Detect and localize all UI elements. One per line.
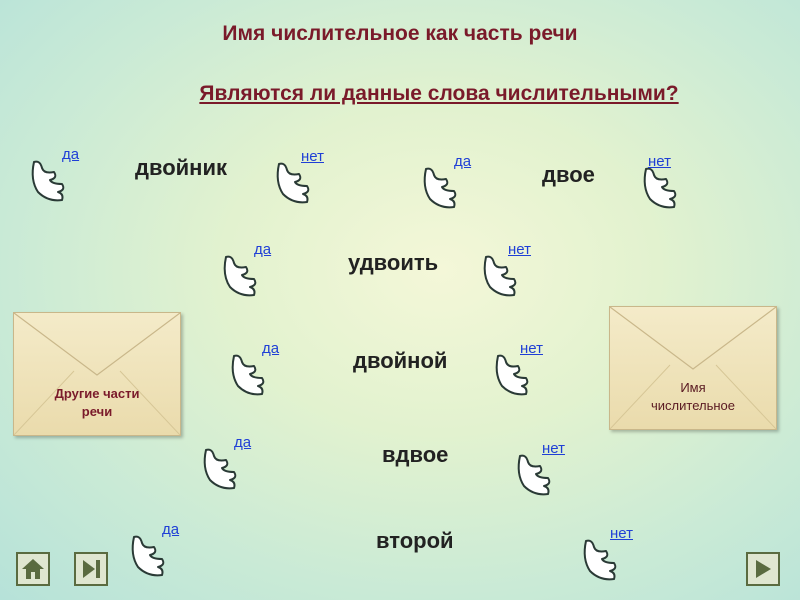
yes-card-dvoynoy[interactable]: да	[228, 340, 279, 396]
yes-card-vtoroy[interactable]: да	[128, 521, 179, 577]
wing-card-icon	[643, 167, 677, 209]
play-next-icon	[756, 560, 771, 578]
yes-link-vtoroy[interactable]: да	[162, 521, 180, 538]
wing-card-icon	[517, 454, 551, 496]
envelope-flap-icon	[610, 307, 776, 429]
yes-card-dvoe[interactable]: да	[420, 153, 471, 209]
next-button[interactable]	[746, 552, 780, 586]
word-vtoroy: второй	[376, 528, 454, 553]
envelope-flap-icon	[14, 313, 180, 435]
page-title: Имя числительное как часть речи	[222, 22, 578, 45]
wing-card-icon	[131, 535, 165, 577]
no-link-dvoynoy[interactable]: нет	[520, 340, 543, 357]
wing-card-icon	[423, 167, 457, 209]
envelope-numeral[interactable]: Имя числительное	[609, 306, 777, 430]
no-card-udvoit[interactable]: нет	[480, 241, 531, 297]
yes-link-dvoe[interactable]: да	[454, 153, 472, 170]
word-dvoynoy: двойной	[353, 348, 448, 373]
no-link-dvoe[interactable]: нет	[648, 153, 671, 170]
end-button[interactable]	[74, 552, 108, 586]
no-link-dvoynik[interactable]: нет	[301, 148, 324, 165]
home-button[interactable]	[16, 552, 50, 586]
word-udvoit: удвоить	[348, 250, 439, 275]
wing-card-icon	[31, 160, 65, 202]
word-dvoynik: двойник	[135, 155, 227, 180]
word-dvoe: двое	[542, 162, 595, 187]
home-icon	[22, 559, 44, 579]
no-link-udvoit[interactable]: нет	[508, 241, 531, 258]
yes-card-vdvoe[interactable]: да	[200, 434, 251, 490]
yes-link-dvoynoy[interactable]: да	[262, 340, 280, 357]
wing-card-icon	[495, 354, 529, 396]
skip-end-icon	[83, 560, 100, 578]
word-vdvoe: вдвое	[382, 442, 449, 467]
no-link-vdvoe[interactable]: нет	[542, 440, 565, 457]
no-link-vtoroy[interactable]: нет	[610, 525, 633, 542]
no-card-dvoynik[interactable]: нет	[273, 148, 324, 204]
wing-card-icon	[276, 162, 310, 204]
yes-card-udvoit[interactable]: да	[220, 241, 271, 297]
wing-card-icon	[223, 255, 257, 297]
wing-card-icon	[583, 539, 617, 581]
envelope-left-label: Другие части речи	[54, 386, 140, 419]
no-card-vtoroy[interactable]: нет	[580, 525, 633, 581]
no-card-dvoe[interactable]: нет	[640, 153, 680, 209]
yes-link-udvoit[interactable]: да	[254, 241, 272, 258]
envelope-other-parts[interactable]: Другие части речи	[13, 312, 181, 436]
wing-card-icon	[203, 448, 237, 490]
yes-card-dvoynik[interactable]: да	[28, 146, 79, 202]
no-card-dvoynoy[interactable]: нет	[492, 340, 543, 396]
no-card-vdvoe[interactable]: нет	[514, 440, 565, 496]
yes-link-dvoynik[interactable]: да	[62, 146, 80, 163]
yes-link-vdvoe[interactable]: да	[234, 434, 252, 451]
question-heading: Являются ли данные слова числительными?	[199, 82, 679, 105]
wing-card-icon	[483, 255, 517, 297]
envelope-right-label: Имя числительное	[651, 380, 735, 413]
wing-card-icon	[231, 354, 265, 396]
